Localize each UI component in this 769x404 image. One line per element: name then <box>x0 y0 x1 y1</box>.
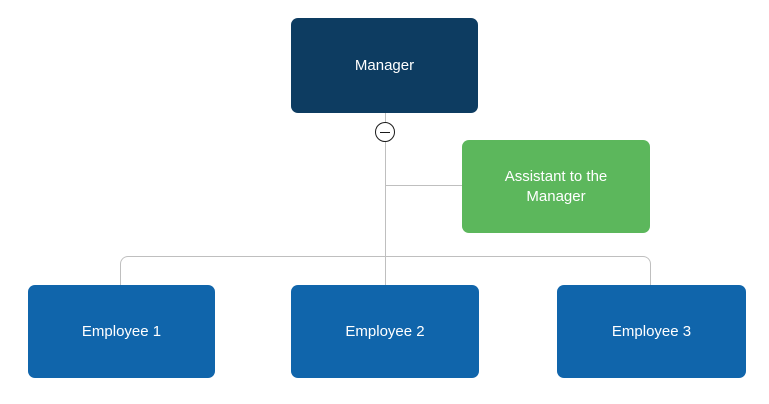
node-assistant-to-the-manager[interactable]: Assistant to the Manager <box>462 140 650 233</box>
node-employee-2[interactable]: Employee 2 <box>291 285 479 378</box>
node-employee-2-label: Employee 2 <box>345 322 425 340</box>
node-employee-1[interactable]: Employee 1 <box>28 285 215 378</box>
node-manager-label: Manager <box>354 56 415 74</box>
node-employee-3[interactable]: Employee 3 <box>557 285 746 378</box>
node-assistant-label: Assistant to the Manager <box>504 168 608 205</box>
connector-toggle-to-employee2 <box>385 142 386 285</box>
node-employee-3-label: Employee 3 <box>611 322 692 340</box>
minus-icon <box>380 131 390 133</box>
node-manager[interactable]: Manager <box>291 18 478 113</box>
connector-manager-to-toggle <box>385 113 386 122</box>
collapse-toggle-button[interactable] <box>375 122 395 142</box>
connector-manager-to-assistant <box>386 185 462 186</box>
node-employee-1-label: Employee 1 <box>81 322 162 340</box>
connector-rail-employees <box>120 256 651 285</box>
